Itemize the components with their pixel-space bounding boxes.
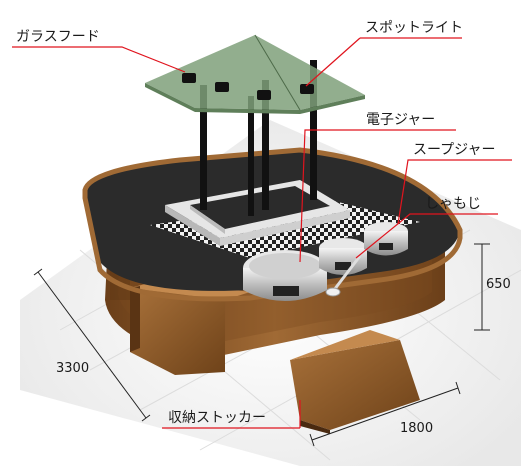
shamoji-label: しゃもじ (425, 196, 481, 212)
height-dimension-value: 650 (486, 277, 511, 292)
soup-jar-small (319, 238, 367, 275)
storage-stocker-right (290, 330, 420, 434)
rice-jar (243, 250, 327, 301)
storage-stocker-label: 収納ストッカー (168, 410, 266, 426)
shamoji (325, 255, 362, 297)
width-dimension-line (311, 387, 459, 441)
depth-dimension-value: 3300 (56, 361, 89, 376)
glass-hood-label: ガラスフード (16, 29, 100, 45)
glass-hood (145, 34, 365, 114)
dimension-lines (33, 243, 490, 447)
soup-jar-label: スープジャー (413, 142, 495, 158)
spotlight-fixtures (182, 73, 314, 100)
depth-dimension-line (37, 271, 147, 419)
leader-lines (12, 37, 512, 429)
rice-jar-label: 電子ジャー (366, 112, 435, 128)
spotlight-label: スポットライト (365, 20, 463, 36)
width-dimension-value: 1800 (400, 421, 433, 436)
soup-jar (364, 222, 408, 256)
